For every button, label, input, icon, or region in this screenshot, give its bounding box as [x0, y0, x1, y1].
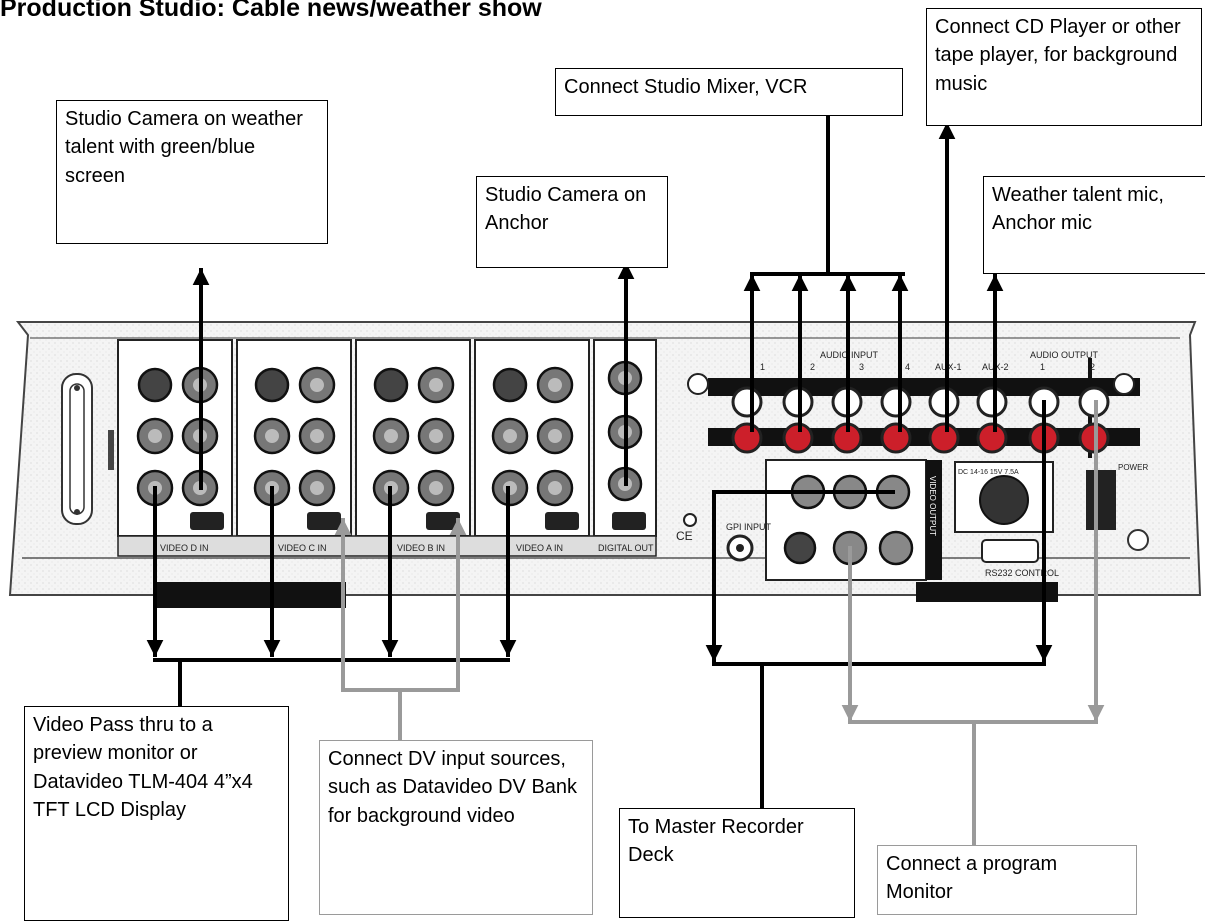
device-back-panel: AUDIO INPUT AUDIO OUTPUT VIDEO D IN VIDE…: [10, 322, 1200, 608]
audio-out-1: 1: [1040, 362, 1045, 372]
callout-program-monitor: Connect a program Monitor: [877, 845, 1137, 915]
video-in-a-label: VIDEO A IN: [516, 543, 563, 553]
panel-foot-right: [916, 582, 1058, 602]
audio-ch-3: 3: [859, 362, 864, 372]
callout-master-recorder: To Master Recorder Deck: [619, 808, 855, 918]
audio-ch-4: 4: [905, 362, 910, 372]
panel-foot-left: [154, 582, 346, 608]
digital-out-label: DIGITAL OUT: [598, 543, 654, 553]
audio-ch-1: 1: [760, 362, 765, 372]
callout-camera-anchor: Studio Camera on Anchor: [476, 176, 668, 268]
video-in-c-label: VIDEO C IN: [278, 543, 327, 553]
audio-output-label: AUDIO OUTPUT: [1030, 350, 1099, 360]
ce-mark: CE: [676, 529, 693, 543]
callout-cd-player: Connect CD Player or other tape player, …: [926, 8, 1202, 126]
callout-video-pass: Video Pass thru to a preview monitor or …: [24, 706, 289, 921]
callout-mixer-vcr: Connect Studio Mixer, VCR: [555, 68, 903, 116]
video-in-d-label: VIDEO D IN: [160, 543, 209, 553]
callout-dv-input: Connect DV input sources, such as Datavi…: [319, 740, 593, 915]
audio-out-2: 2: [1090, 362, 1095, 372]
gpi-label: GPI INPUT: [726, 522, 772, 532]
video-in-b-label: VIDEO B IN: [397, 543, 445, 553]
video-output-block: [766, 460, 942, 580]
callout-camera-weather: Studio Camera on weather talent with gre…: [56, 100, 328, 244]
audio-ch-2: 2: [810, 362, 815, 372]
dc-label: DC 14-16 15V 7.5A: [958, 469, 1019, 476]
video-output-label: VIDEO OUTPUT: [928, 476, 937, 536]
callout-mics: Weather talent mic, Anchor mic: [983, 176, 1205, 274]
power-label: POWER: [1118, 463, 1148, 472]
remote-control-label: RS232 CONTROL: [985, 568, 1059, 578]
